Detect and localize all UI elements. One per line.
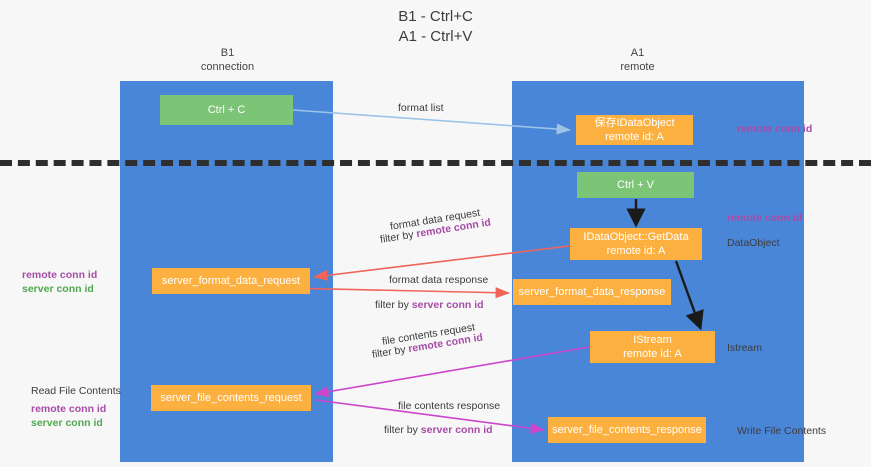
- edge-filter-format-data-request-prefix: filter by: [379, 228, 418, 246]
- annotation-istream: Istream: [727, 342, 763, 354]
- node-server-format-data-request-label: server_format_data_request: [161, 275, 301, 287]
- node-ctrl-v[interactable]: Ctrl + V: [577, 172, 694, 198]
- node-idataobject-getdata-sub: remote id: A: [606, 245, 666, 257]
- lane-header-b1-subtitle: connection: [200, 61, 255, 73]
- node-server-file-contents-request[interactable]: server_file_contents_request: [151, 385, 311, 411]
- annotation-left-server-conn-id-bot: server conn id: [31, 417, 103, 429]
- node-istream-sub: remote id: A: [623, 348, 682, 360]
- edge-label-format-list: format list: [398, 101, 444, 115]
- annotation-dataobject: DataObject: [727, 237, 780, 249]
- annotation-left-conn-ids-mid: remote conn id server conn id: [22, 268, 97, 296]
- title-line-1: B1 - Ctrl+C: [398, 8, 473, 25]
- title-line-2: A1 - Ctrl+V: [398, 28, 473, 45]
- node-server-file-contents-response[interactable]: server_file_contents_response: [548, 417, 706, 443]
- edge-label-file-contents-response-text: file contents response: [398, 400, 501, 412]
- node-ctrl-v-label: Ctrl + V: [617, 179, 654, 191]
- edge-filter-format-data-response-id: server conn id: [411, 299, 484, 311]
- page-title: B1 - Ctrl+C A1 - Ctrl+V: [0, 7, 871, 47]
- node-server-format-data-response[interactable]: server_format_data_response: [513, 279, 671, 305]
- node-idataobject-getdata[interactable]: IDataObject::GetData remote id: A: [570, 228, 702, 260]
- node-save-idataobject-label: 保存IDataObject: [594, 117, 675, 129]
- node-istream[interactable]: IStream remote id: A: [590, 331, 715, 363]
- node-ctrl-c[interactable]: Ctrl + C: [160, 95, 293, 125]
- edge-label-file-contents-response: file contents response: [398, 399, 500, 413]
- node-server-file-contents-response-label: server_file_contents_response: [552, 424, 702, 436]
- lane-header-a1-name: A1: [630, 47, 645, 59]
- edge-filter-format-data-response-prefix: filter by: [375, 299, 412, 311]
- lane-header-a1-subtitle: remote: [620, 61, 655, 73]
- lane-header-b1: B1 connection: [150, 46, 305, 74]
- node-server-format-data-request[interactable]: server_format_data_request: [152, 268, 310, 294]
- edge-label-format-list-text: format list: [398, 102, 444, 114]
- node-idataobject-getdata-label: IDataObject::GetData: [583, 231, 689, 243]
- edge-filter-file-contents-response-id: server conn id: [420, 424, 493, 436]
- lane-header-b1-name: B1: [220, 47, 235, 59]
- edge-label-format-data-response: format data response: [389, 273, 488, 287]
- edge-filter-file-contents-response: filter by server conn id: [384, 423, 493, 437]
- section-divider: [0, 160, 871, 166]
- node-save-idataobject[interactable]: 保存IDataObject remote id: A: [576, 115, 693, 145]
- edge-filter-file-contents-response-prefix: filter by: [384, 424, 421, 436]
- node-server-format-data-response-label: server_format_data_response: [518, 286, 666, 298]
- edge-filter-format-data-response: filter by server conn id: [375, 298, 484, 312]
- node-save-idataobject-sub: remote id: A: [605, 131, 664, 143]
- annotation-left-remote-conn-id-bot: remote conn id: [31, 403, 107, 415]
- edge-filter-file-contents-request-prefix: filter by: [371, 343, 410, 361]
- annotation-left-read-file-contents-group: Read File Contents remote conn id server…: [31, 384, 121, 430]
- node-ctrl-c-label: Ctrl + C: [207, 104, 246, 116]
- lane-header-a1: A1 remote: [560, 46, 715, 74]
- node-server-file-contents-request-label: server_file_contents_request: [160, 392, 302, 404]
- node-istream-label: IStream: [633, 334, 672, 346]
- annotation-read-file-contents: Read File Contents: [31, 385, 121, 397]
- annotation-left-server-conn-id-mid: server conn id: [22, 283, 94, 295]
- annotation-write-file-contents: Write File Contents: [737, 425, 827, 437]
- edge-label-format-data-response-text: format data response: [389, 274, 489, 286]
- annotation-left-remote-conn-id-mid: remote conn id: [22, 269, 98, 281]
- annotation-remote-conn-id-mid: remote conn id: [727, 212, 803, 224]
- annotation-remote-conn-id-top: remote conn id: [737, 123, 813, 135]
